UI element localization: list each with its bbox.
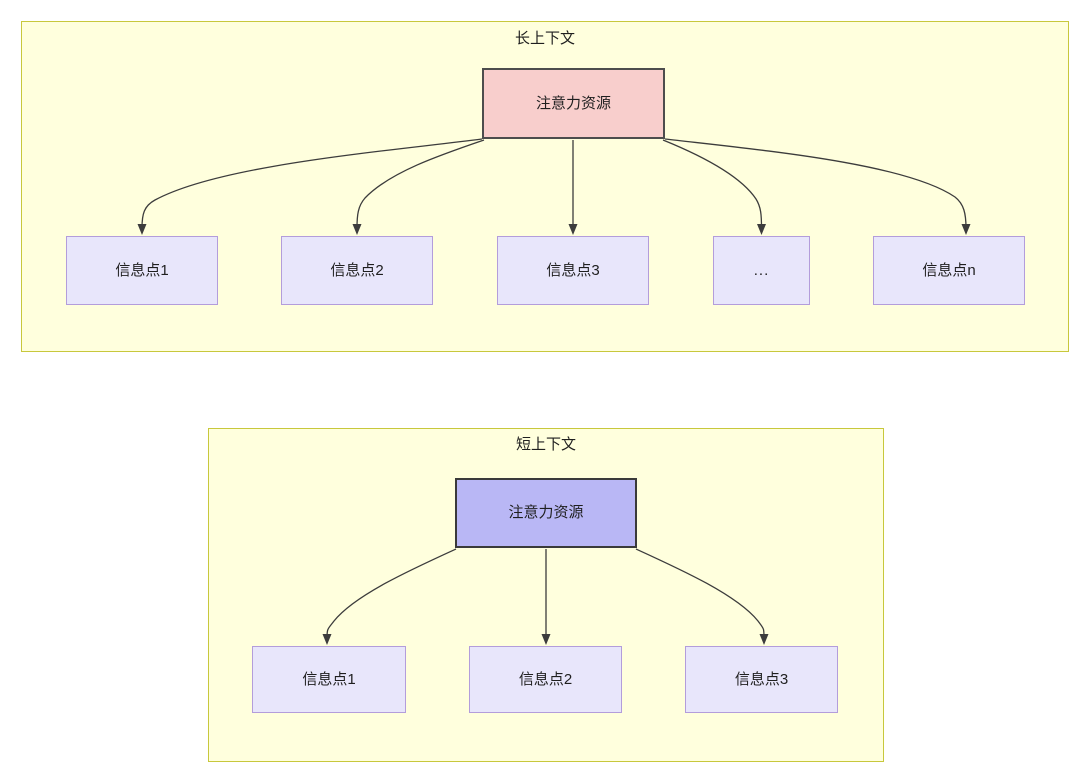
node-info-point-long-3[interactable]: 信息点3 xyxy=(497,236,649,305)
node-attention-resource-short[interactable]: 注意力资源 xyxy=(455,478,637,548)
node-info-point-long-ellipsis[interactable]: ... xyxy=(713,236,810,305)
node-info-point-short-3[interactable]: 信息点3 xyxy=(685,646,838,713)
node-info-point-short-1[interactable]: 信息点1 xyxy=(252,646,406,713)
node-info-point-long-2[interactable]: 信息点2 xyxy=(281,236,433,305)
node-info-point-long-1[interactable]: 信息点1 xyxy=(66,236,218,305)
node-info-point-long-n[interactable]: 信息点n xyxy=(873,236,1025,305)
node-attention-resource-long[interactable]: 注意力资源 xyxy=(482,68,665,139)
node-info-point-short-2[interactable]: 信息点2 xyxy=(469,646,622,713)
panel-long-context-title: 长上下文 xyxy=(514,30,575,47)
panel-short-context-title: 短上下文 xyxy=(515,436,576,453)
